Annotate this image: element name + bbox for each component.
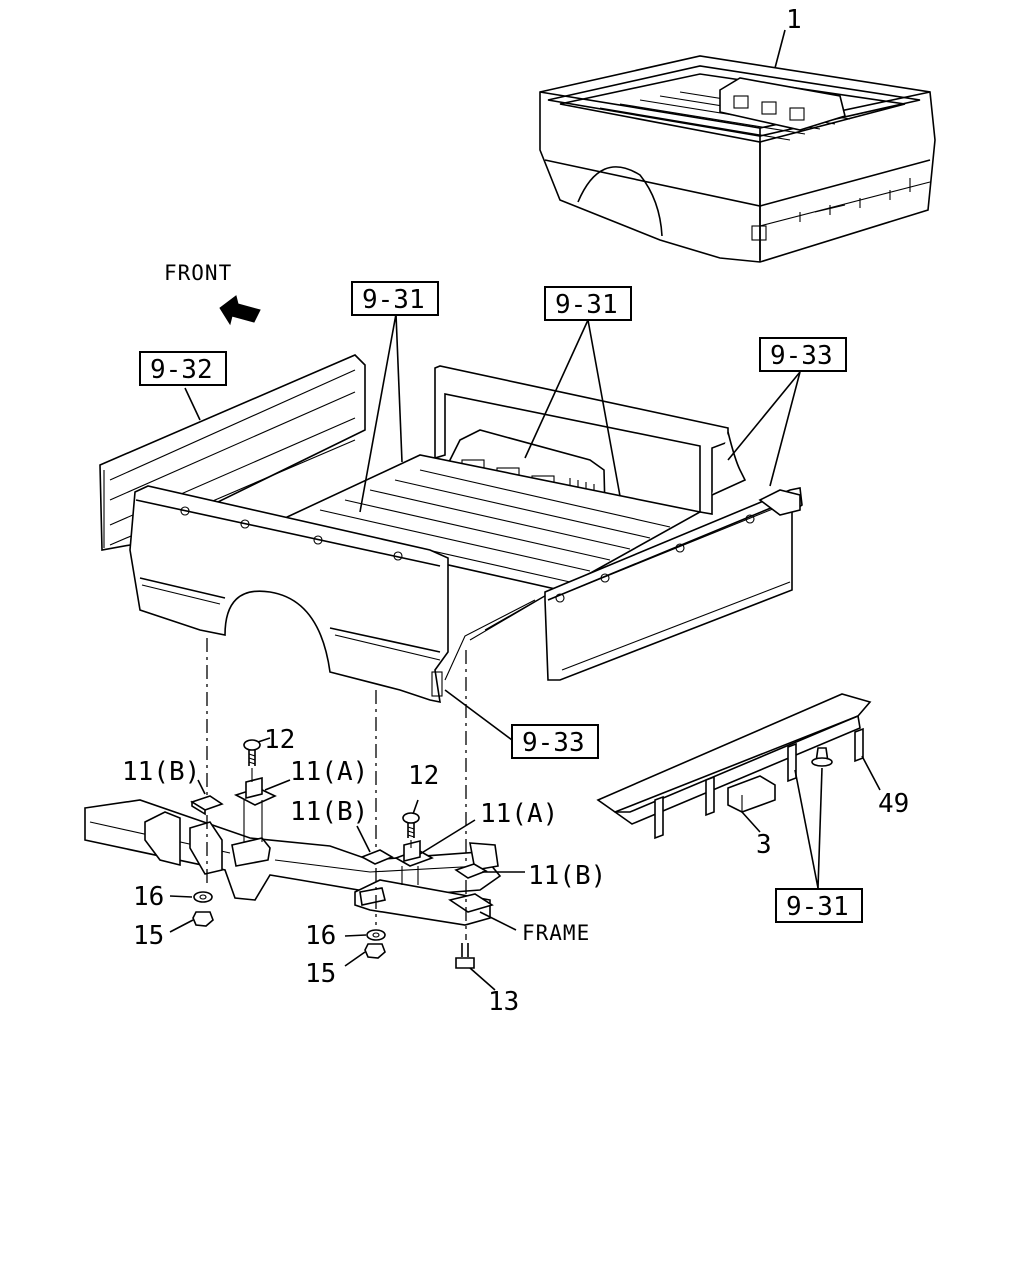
part-49-label: 49 [878,789,909,819]
part-15-label: 15 [133,921,164,951]
ref-box-9-33-b: 9-33 [511,724,599,759]
part-15-label: 15 [305,959,336,989]
svg-text:9-33: 9-33 [522,728,585,758]
fasteners-illustration [190,739,488,969]
svg-text:9-31: 9-31 [555,290,618,320]
part-11a-label: 11(A) [290,757,368,787]
part-11b-label: 11(B) [122,757,200,787]
part-12-label: 12 [408,761,439,791]
frame-illustration [84,799,502,926]
svg-text:9-31: 9-31 [362,285,425,315]
svg-text:9-31: 9-31 [786,892,849,922]
ref-box-9-31-a: 9-31 [351,281,439,316]
part-1-label: 1 [786,5,802,35]
front-arrow-icon [219,295,261,326]
reference-boxes: 9-31 9-31 9-32 9-33 9-33 9-31 [139,281,863,923]
part-13-label: 13 [488,987,519,1017]
part-3-label: 3 [756,830,772,860]
frame-label: FRAME [522,921,590,945]
exploded-cargo-bed-illustration [99,354,803,704]
part-number-labels: 1 12 11(B) 11(A) 12 11(B) 11(A) 11(B) 16… [122,5,909,1017]
cross-member-illustration [596,693,872,840]
cargo-bed-assembly-illustration [539,55,936,263]
part-16-label: 16 [305,921,336,951]
ref-box-9-31-c: 9-31 [775,888,863,923]
svg-text:9-33: 9-33 [770,341,833,371]
part-11b-label: 11(B) [290,797,368,827]
ref-box-9-31-b: 9-31 [544,286,632,321]
ref-box-9-32: 9-32 [139,351,227,386]
part-11a-label: 11(A) [480,799,558,829]
part-16-label: 16 [133,882,164,912]
assembly-leader-lines [206,638,467,940]
callout-lines [169,29,881,991]
front-label: FRONT [164,261,232,285]
part-11b-label: 11(B) [528,861,606,891]
ref-box-9-33-a: 9-33 [759,337,847,372]
part-12-label: 12 [264,725,295,755]
front-direction-indicator: FRONT [164,261,261,326]
svg-text:9-32: 9-32 [150,355,213,385]
